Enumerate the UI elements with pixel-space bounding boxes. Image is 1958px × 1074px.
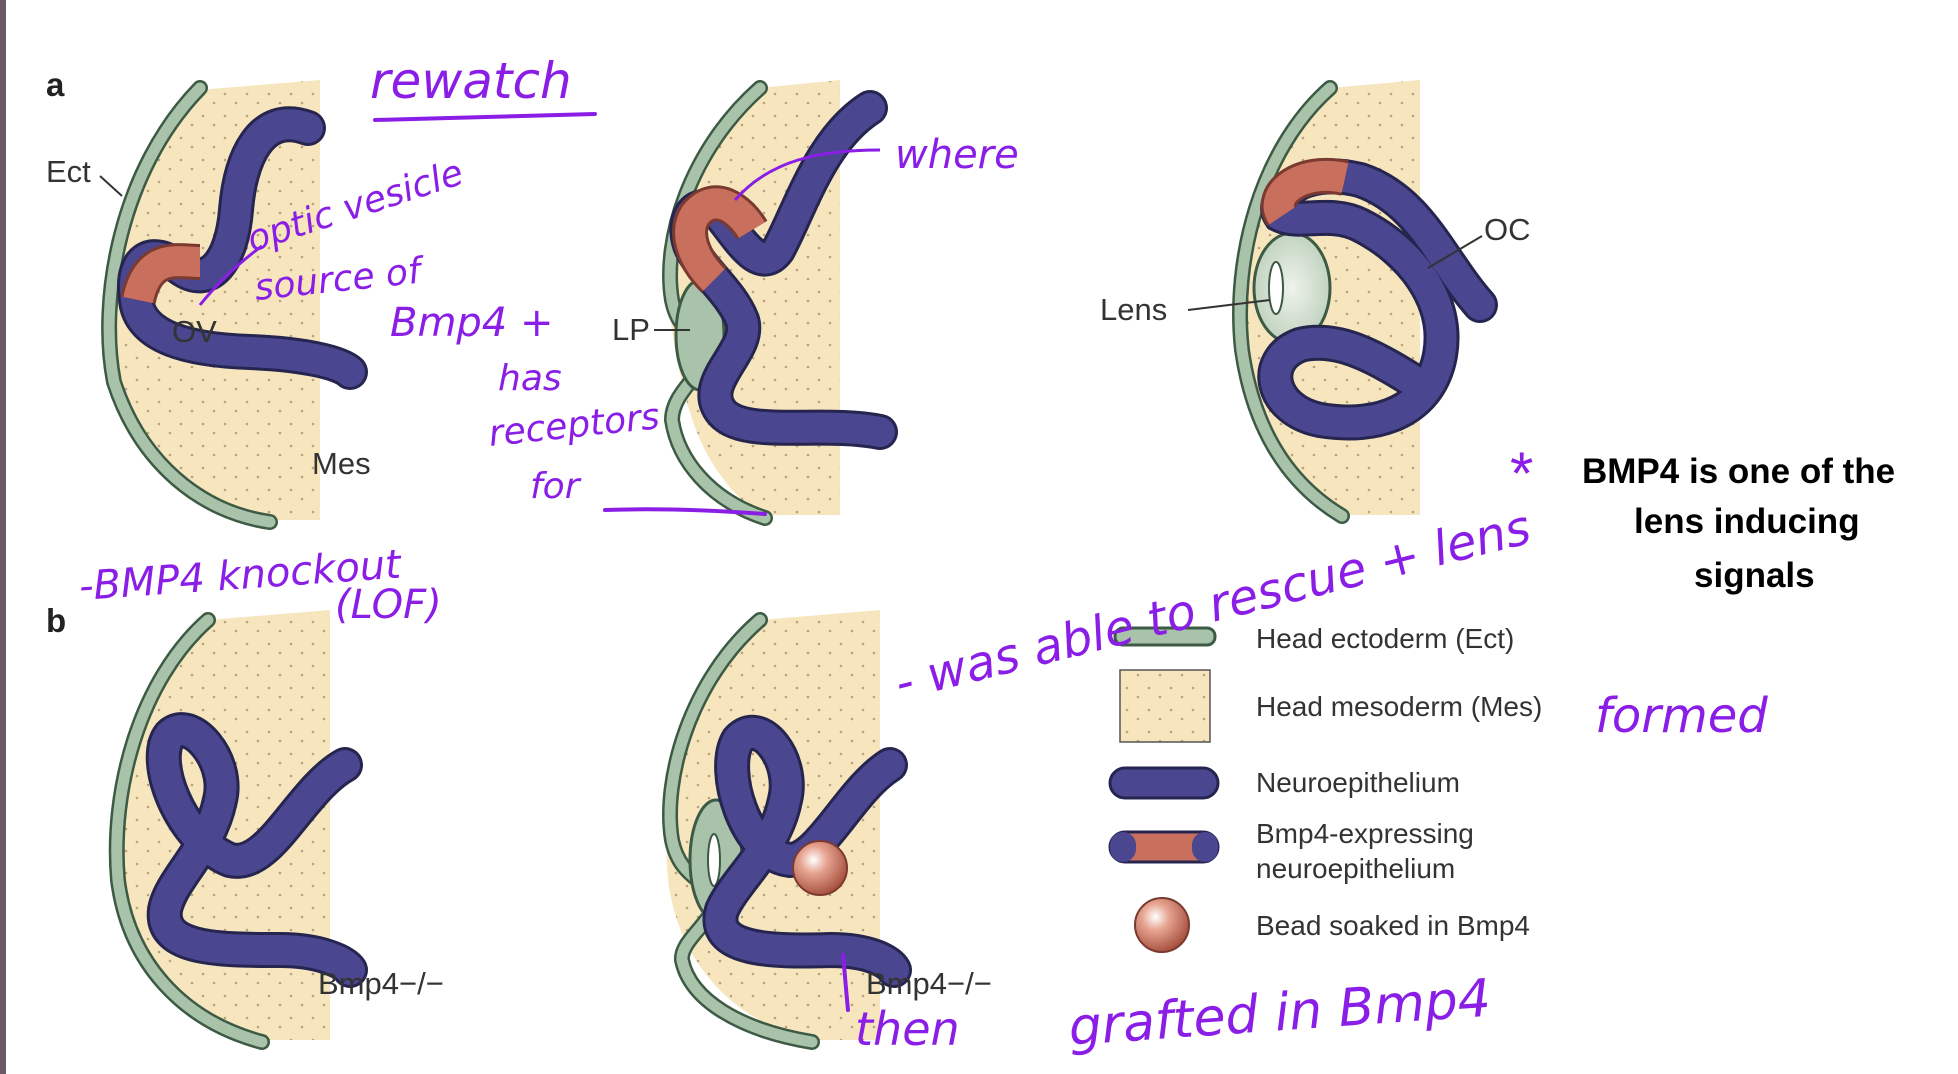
handwriting: rewatch where optic vesicle source of Bm… [77,52,1768,1058]
panel-label-a: a [46,66,65,103]
label-bmp4-ko-2: Bmp4−/− [866,966,992,1001]
hand-knockout-2: (LOF) [335,582,442,628]
note-line-3: signals [1694,556,1815,595]
mesoderm-a1 [110,80,320,520]
hand-has: has [498,358,562,399]
legend-neuro-swatch [1108,766,1220,800]
legend-mesoderm-swatch [1119,669,1211,743]
panel-a1-optic-vesicle [101,80,368,530]
bmp4-bead-b2 [792,840,848,896]
note-star: * [1510,440,1533,507]
label-oc: OC [1484,212,1531,247]
label-lens: Lens [1100,292,1167,327]
legend-label-bead: Bead soaked in Bmp4 [1256,910,1530,941]
legend-label-mesoderm: Head mesoderm (Mes) [1256,691,1542,722]
legend-label-bmp4-1: Bmp4-expressing [1256,818,1474,849]
hand-where: where [895,132,1019,178]
legend: Head ectoderm (Ect) Head mesoderm (Mes) … [1108,623,1542,953]
panel-a2-lens-placode [662,80,898,526]
legend-bead-swatch [1134,897,1190,953]
hand-receptors: receptors [487,396,662,455]
hand-rescue-1: - was able to rescue + lens [889,499,1536,711]
legend-label-ectoderm: Head ectoderm (Ect) [1256,623,1514,654]
legend-label-bmp4-2: neuroepithelium [1256,853,1455,884]
label-lp: LP [612,312,650,347]
panel-b2-rescue [662,610,912,1050]
left-edge-strip [0,0,6,1074]
note-line-2: lens inducing [1634,502,1860,541]
hand-rescue-2: formed [1595,688,1768,744]
panel-label-b: b [46,602,66,639]
label-ect: Ect [46,154,91,189]
label-bmp4-ko-1: Bmp4−/− [318,966,444,1001]
label-ov: OV [172,314,217,349]
note-line-1: BMP4 is one of the [1582,452,1895,491]
hand-then: then [855,1002,960,1056]
panel-b1-knockout [108,610,368,1050]
legend-label-neuro: Neuroepithelium [1256,767,1460,798]
hand-grafted: grafted in Bmp4 [1067,969,1493,1058]
label-mes: Mes [312,446,371,481]
hand-for: for [530,466,582,507]
hand-bmp4-and: Bmp4 + [390,300,553,346]
hand-rewatch: rewatch [370,52,572,110]
panel-a3-optic-cup [1232,80,1498,524]
legend-ectoderm-swatch [1113,626,1217,647]
